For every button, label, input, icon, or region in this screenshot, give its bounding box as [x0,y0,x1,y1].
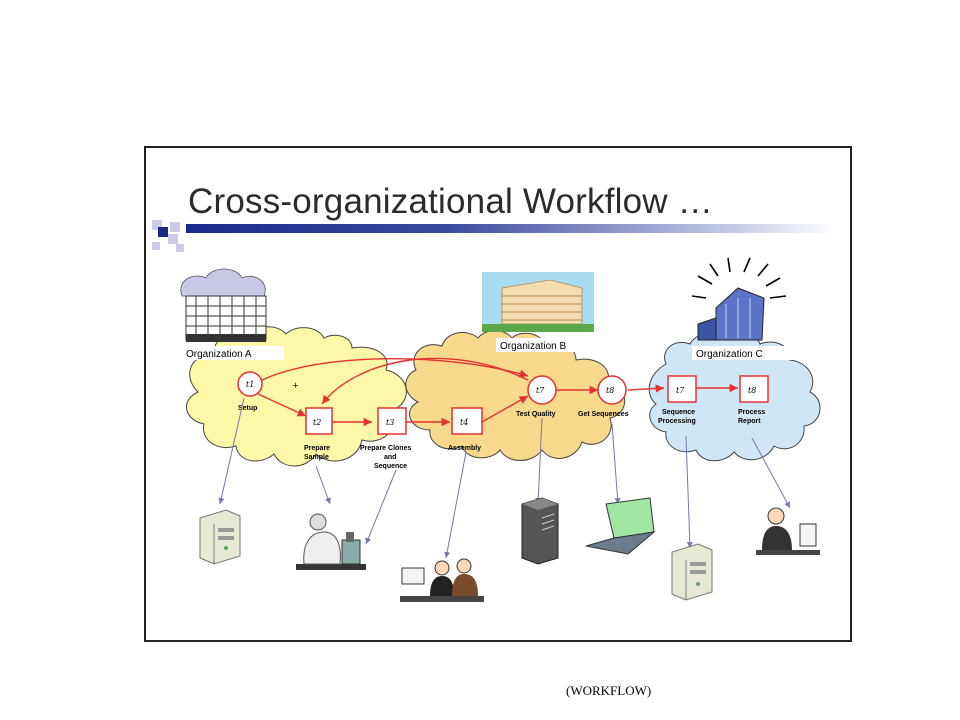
svg-text:Sample: Sample [304,454,329,461]
svg-text:Get Sequences: Get Sequences [578,411,629,418]
svg-text:Setup: Setup [238,405,257,412]
slide: Cross-organizational Workflow … [144,146,852,642]
svg-text:t2: t2 [313,418,321,427]
svg-text:t7: t7 [676,386,685,395]
svg-text:Assembly: Assembly [448,445,481,452]
workflow-diagram: Organization A Organization B Organizati… [152,220,821,602]
org-b-label: Organization B [500,341,566,352]
office-workers-icon [400,558,484,602]
svg-text:Sequence: Sequence [662,409,695,416]
svg-text:t7: t7 [536,386,545,395]
title-underline-bar [186,224,836,233]
laptop-icon [585,497,656,555]
svg-text:t8: t8 [606,386,614,395]
title-decoration [152,220,184,252]
svg-text:and: and [384,454,396,461]
server-icon [671,543,713,601]
svg-text:Processing: Processing [658,418,696,425]
svg-text:Prepare Clones: Prepare Clones [360,445,411,452]
svg-text:t3: t3 [386,418,394,427]
plus-sign: + [292,381,299,390]
server-icon [199,509,241,565]
task-node[interactable]: t2 Prepare Sample [304,407,333,461]
office-building-icon [482,272,594,332]
task-node[interactable]: t3 Prepare Clones and Sequence [360,407,411,470]
caption: (WORKFLOW) [566,683,652,698]
task-node[interactable]: t7 Sequence Processing [658,375,697,425]
tower-server-icon [521,497,559,565]
task-node[interactable]: t4 Assembly [448,407,483,452]
phone-worker-icon [756,507,820,555]
svg-text:t1: t1 [246,380,254,389]
flow-edges [257,357,738,427]
lab-scientist-icon [296,513,366,570]
task-node[interactable]: t8 Get Sequences [578,375,629,418]
org-c-label: Organization C [696,349,763,360]
svg-text:Process: Process [738,409,765,416]
org-a-label: Organization A [186,349,252,360]
svg-text:t4: t4 [460,418,468,427]
task-node[interactable]: t8 Process Report [738,375,769,425]
modern-building-icon [691,257,787,341]
svg-text:t8: t8 [748,386,756,395]
svg-text:Prepare: Prepare [304,445,330,452]
task-node[interactable]: t1 Setup [237,371,263,412]
svg-text:Sequence: Sequence [374,463,407,470]
svg-text:Test Quality: Test Quality [516,411,556,418]
task-node[interactable]: t7 Test Quality [516,375,557,418]
building-icon [180,268,267,342]
slide-title: Cross-organizational Workflow … [188,182,713,221]
svg-text:Report: Report [738,418,761,425]
resource-links [218,397,791,559]
